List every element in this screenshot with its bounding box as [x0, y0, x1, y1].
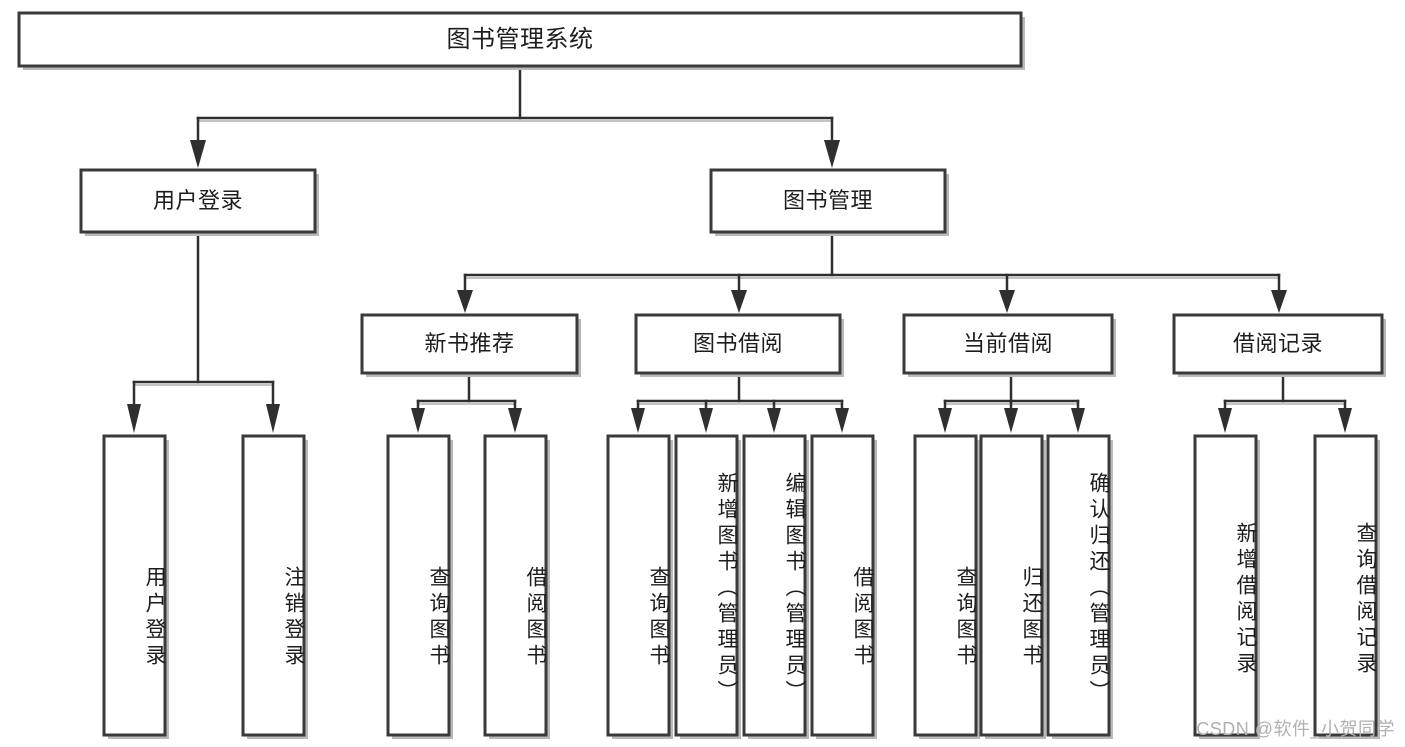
leaf-box-nb-2[interactable]	[483, 434, 548, 737]
arrow-to-user-login	[190, 140, 206, 168]
arrow-user-login-leaf-1	[127, 404, 141, 433]
leaf-box-cb-3[interactable]	[1046, 434, 1111, 737]
arrow-new-book-leaf-2	[508, 408, 522, 433]
leaf-box-bb-1[interactable]	[606, 434, 671, 737]
arrow-borrow-records-leaf-1	[1218, 408, 1232, 433]
arrow-user-login-leaf-2	[266, 404, 280, 433]
current-borrow-node-box[interactable]	[902, 313, 1114, 375]
arrow-book-borrow-leaf-2	[699, 408, 713, 433]
arrow-book-borrow-leaf-3	[767, 408, 781, 433]
leaf-box-nb-1[interactable]	[386, 434, 451, 737]
arrow-to-new-book	[457, 290, 473, 313]
arrow-current-borrow-leaf-2	[1004, 408, 1018, 433]
leaf-box-cb-2[interactable]	[979, 434, 1044, 737]
nodes-layer	[17, 11, 1386, 739]
leaf-box-cb-1[interactable]	[913, 434, 978, 737]
leaf-box-bb-3[interactable]	[742, 434, 807, 737]
arrow-new-book-leaf-1	[411, 408, 425, 433]
book-borrow-node-box[interactable]	[634, 313, 842, 375]
arrow-borrow-records-leaf-2	[1338, 408, 1352, 433]
arrow-current-borrow-leaf-3	[1071, 408, 1085, 433]
edges-layer	[127, 64, 1352, 433]
leaf-box-bb-4[interactable]	[810, 434, 875, 737]
leaf-box-ul-2[interactable]	[241, 434, 306, 737]
borrow-records-node-box[interactable]	[1172, 313, 1384, 375]
root-node-box[interactable]	[17, 11, 1023, 68]
arrow-current-borrow-leaf-1	[938, 408, 952, 433]
arrow-book-borrow-leaf-4	[835, 408, 849, 433]
arrow-book-borrow-leaf-1	[631, 408, 645, 433]
arrow-to-borrow-records	[1271, 290, 1287, 313]
book-mgmt-node-box[interactable]	[709, 168, 947, 234]
leaf-box-bb-2[interactable]	[674, 434, 739, 737]
arrow-to-book-borrow	[731, 290, 747, 313]
new-book-node-box[interactable]	[360, 313, 579, 375]
leaf-box-br-1[interactable]	[1193, 434, 1258, 737]
arrow-to-book-mgmt	[824, 140, 840, 168]
user-login-node-box[interactable]	[79, 168, 317, 234]
leaf-box-br-2[interactable]	[1313, 434, 1378, 737]
leaf-box-ul-1[interactable]	[102, 434, 167, 737]
arrow-to-current-borrow	[999, 290, 1015, 313]
